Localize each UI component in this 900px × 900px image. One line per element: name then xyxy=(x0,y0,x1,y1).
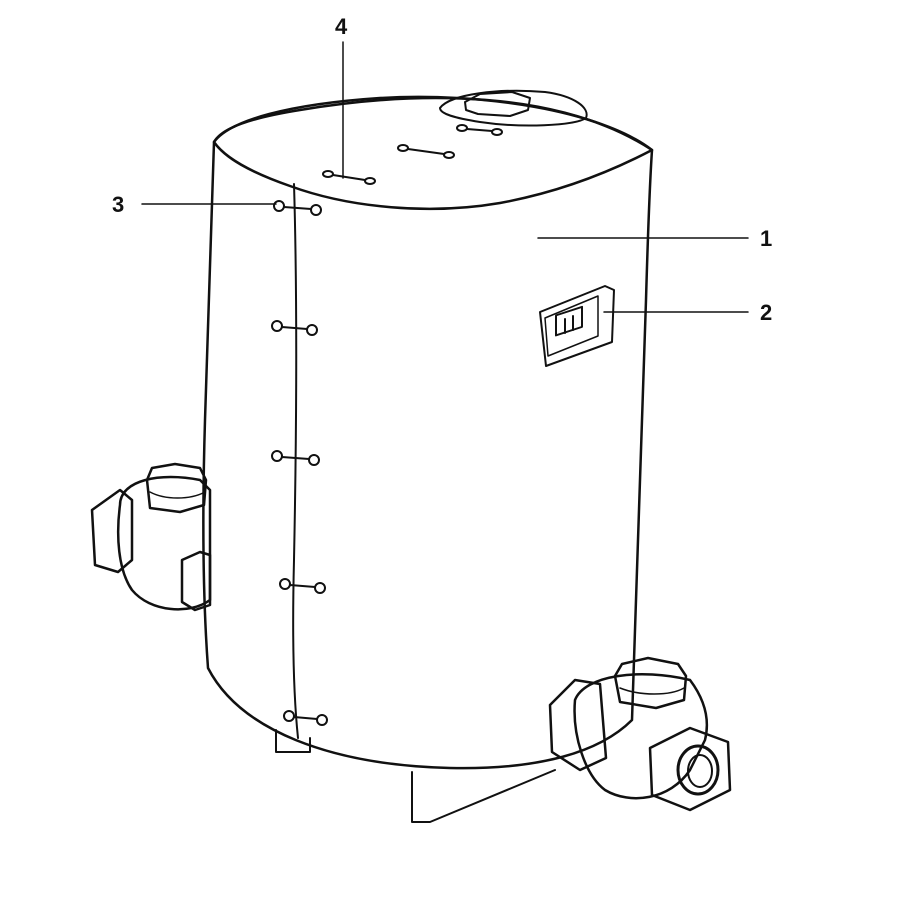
left-valve xyxy=(90,462,212,612)
hook-fastener-icon xyxy=(283,710,328,726)
switch-plate xyxy=(539,285,615,367)
callout-label-2: 2 xyxy=(760,300,772,325)
right-valve-outlet-hex xyxy=(648,726,732,812)
right-valve-body xyxy=(573,673,709,800)
hook-fastener-icon xyxy=(271,320,318,336)
insulation-jacket xyxy=(202,89,654,770)
callout-label-3: 3 xyxy=(112,192,124,217)
right-valve-bore xyxy=(676,744,720,796)
left-valve-outlet xyxy=(180,550,212,612)
top-opening xyxy=(439,89,588,127)
switch-plate-frame xyxy=(539,285,615,367)
pipe-valve-icon xyxy=(613,656,688,710)
support-legs xyxy=(275,729,556,823)
closure-seam xyxy=(292,183,299,739)
top-fasteners xyxy=(322,124,503,185)
leader-lines xyxy=(141,41,749,313)
hook-fastener-icon xyxy=(271,450,320,466)
callout-label-1: 1 xyxy=(760,226,772,251)
hook-fastener-icon xyxy=(322,170,376,185)
jacket-top xyxy=(212,95,654,211)
pipe-valve-icon xyxy=(145,462,208,514)
support-leg-right xyxy=(411,769,556,823)
right-valve xyxy=(548,656,732,812)
right-valve-inlet-hex xyxy=(548,678,608,772)
left-valve-body xyxy=(116,475,212,611)
jacket-body xyxy=(202,96,654,770)
hook-fastener-icon xyxy=(456,124,503,136)
hook-fastener-icon xyxy=(397,144,455,159)
hook-fastener-icon xyxy=(273,200,322,216)
left-valve-hex-end xyxy=(90,488,134,574)
hook-fastener-icon xyxy=(279,578,326,594)
callout-label-4: 4 xyxy=(335,14,348,39)
side-fasteners xyxy=(271,200,328,726)
rocker-switch-icon xyxy=(555,305,583,337)
